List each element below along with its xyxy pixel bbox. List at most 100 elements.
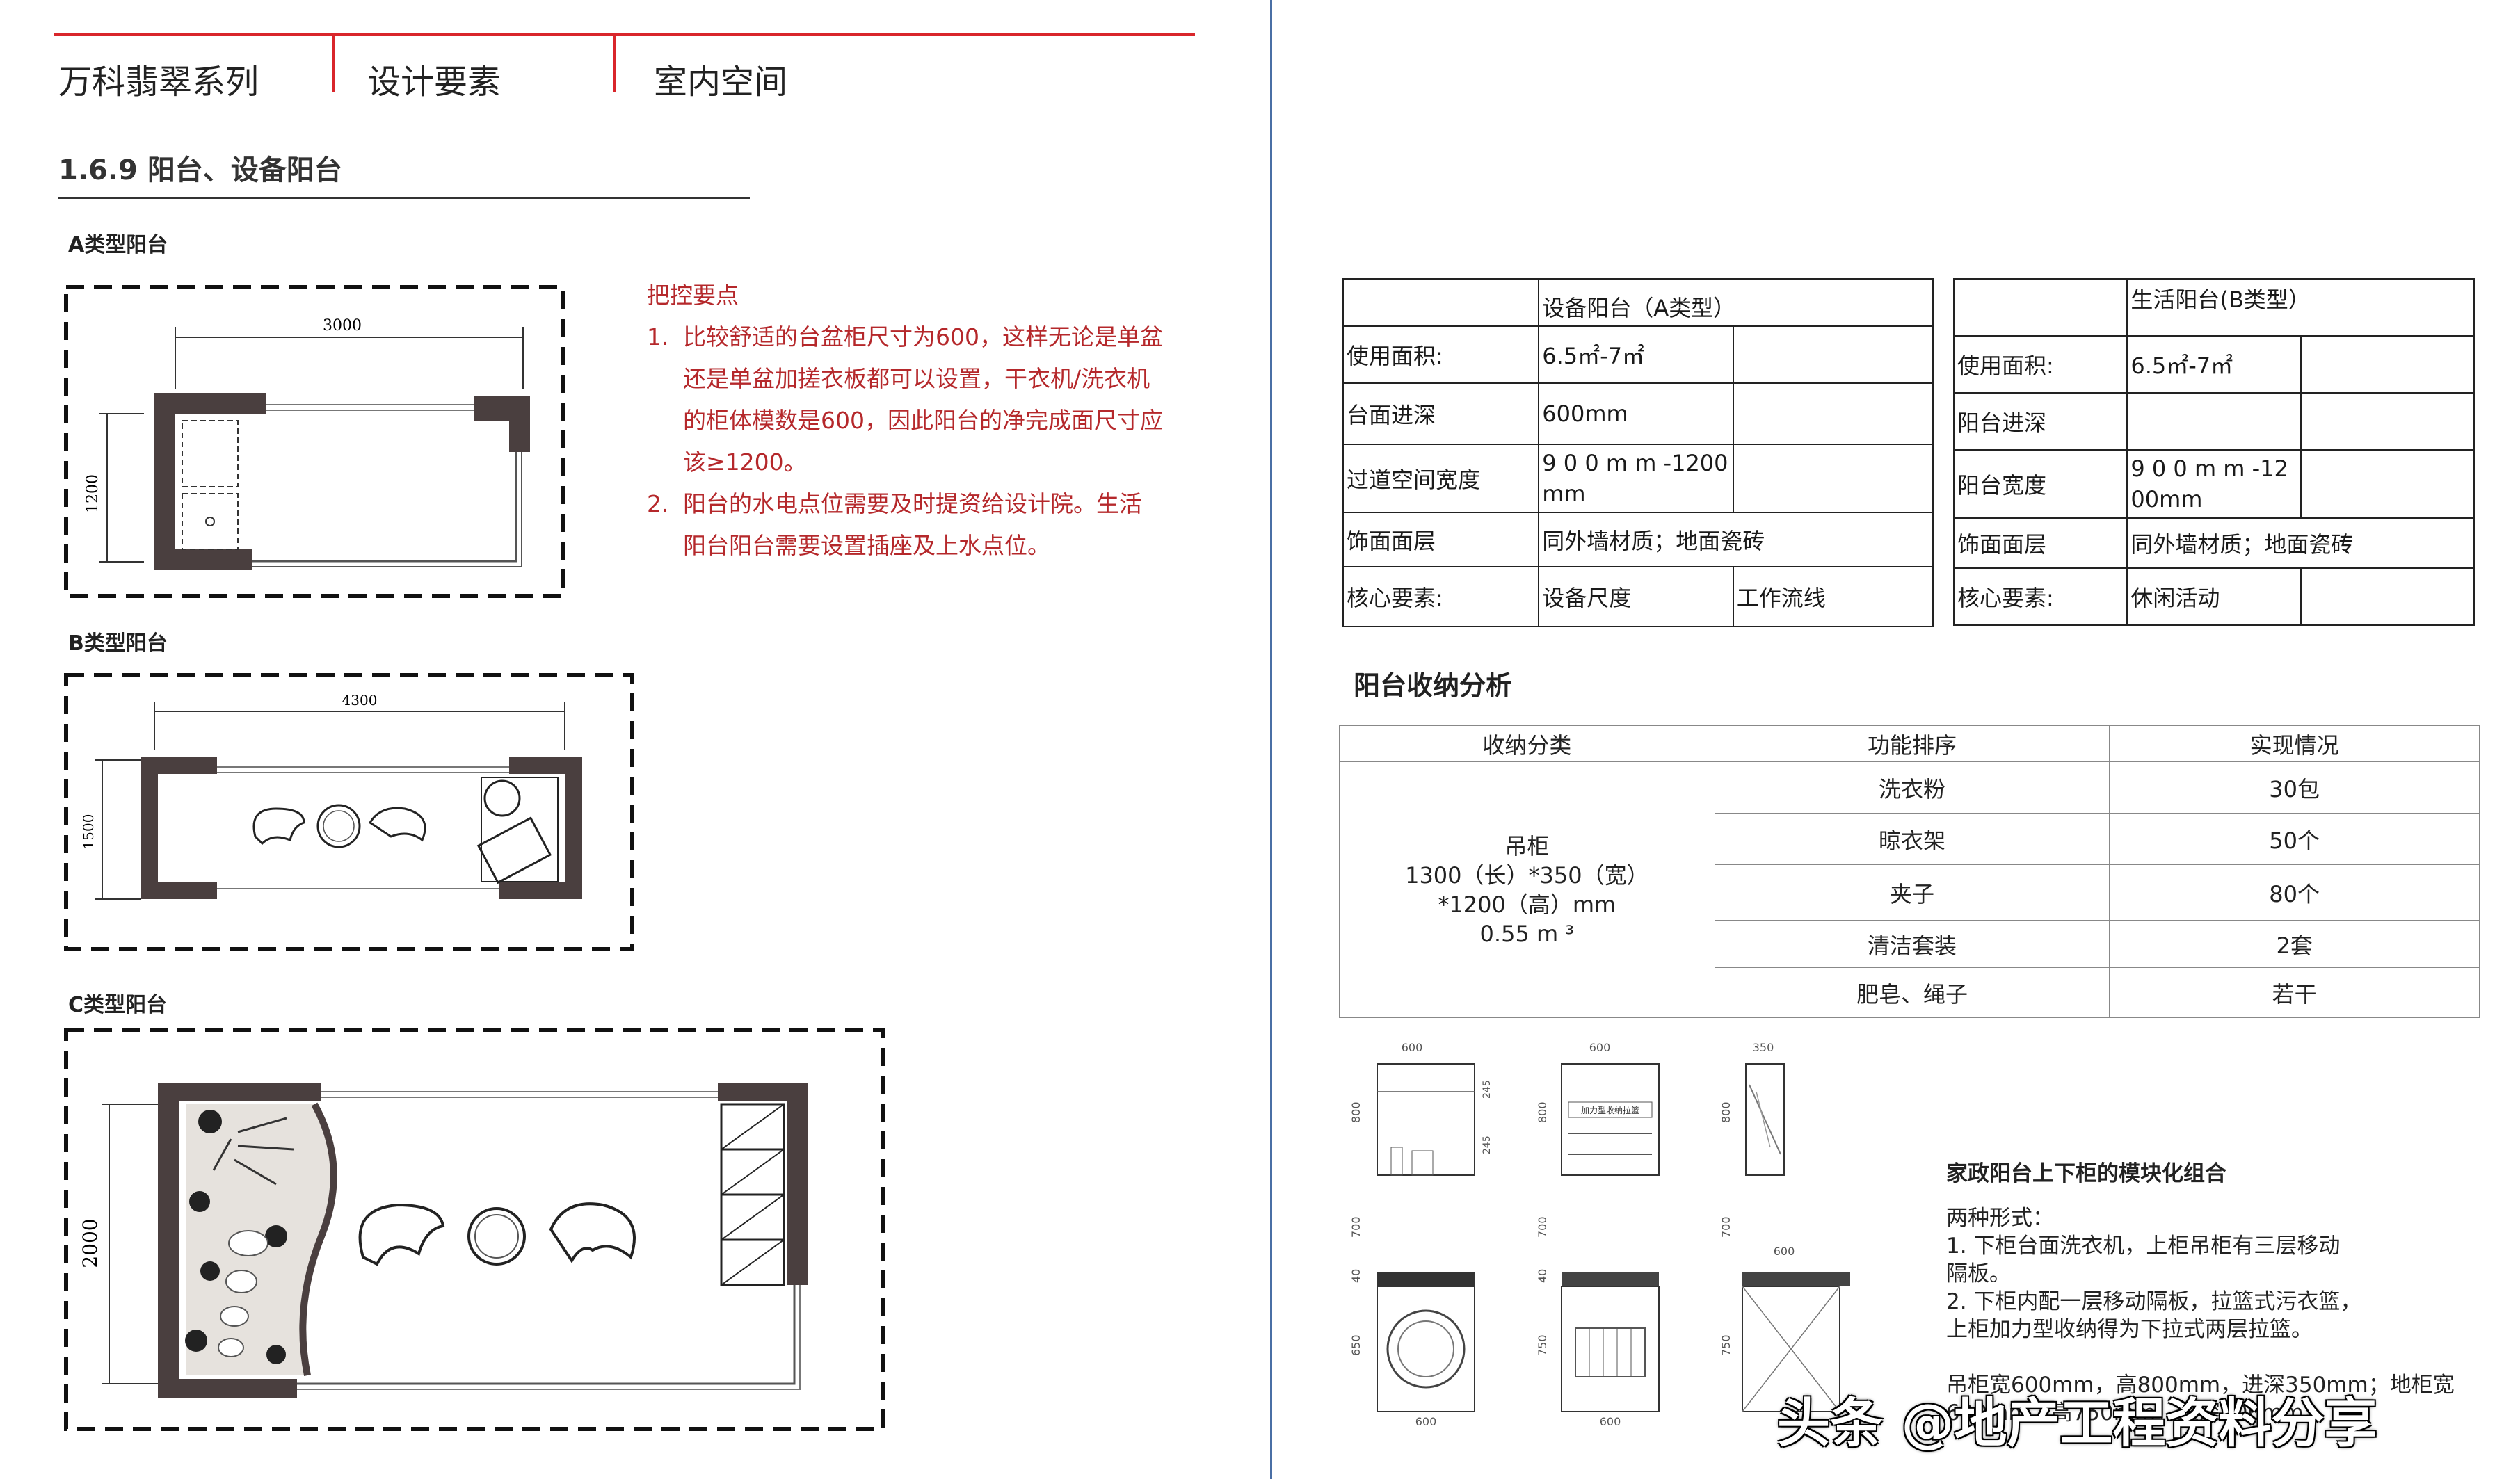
elev1-h650: 650 [1349,1334,1363,1356]
header-divider-1 [332,36,335,92]
title-underline [58,197,750,199]
spec-a-label: 使用面积: [1342,325,1540,384]
storage-category-line2: 1300（长）*350（宽） [1405,862,1649,889]
spec-b-extra [2300,449,2475,519]
spec-a-extra: 工作流线 [1732,566,1934,627]
spec-a-value: 9 0 0 m m -1200mm [1538,444,1734,513]
key-points-title: 把控要点 [647,282,739,309]
key-point-2: 2. 阳台的水电点位需要及时提资给设计院。生活 阳台阳台需要设置插座及上水点位。 [647,483,1189,567]
key-points: 把控要点 1. 比较舒适的台盆柜尺寸为600，这样无论是单盆 还是单盆加搓衣板都… [647,275,1189,567]
elev2-h800: 800 [1536,1101,1549,1123]
module-note-line: 1. 下柜台面洗衣机，上柜吊柜有三层移动 [1946,1234,2341,1259]
page-title: 1.6.9 阳台、设备阳台 [58,154,342,186]
elev3-h750: 750 [1719,1334,1733,1356]
storage-status: 若干 [2109,967,2480,1018]
storage-function: 肥皂、绳子 [1714,967,2110,1018]
storage-category-line3: *1200（高）mm [1438,891,1616,918]
header-rule [54,33,1195,36]
spec-a-value: 6.5㎡-7㎡ [1538,325,1734,384]
storage-status: 30包 [2109,761,2480,814]
spec-b-label: 使用面积: [1952,335,2128,394]
elev1-h245: 245 [1482,1080,1493,1099]
storage-header-status: 实现情况 [2109,725,2480,762]
storage-category-line1: 吊柜 [1504,832,1550,859]
plan-c-label: C类型阳台 [68,993,168,1017]
spec-a-extra [1732,444,1934,513]
storage-status: 80个 [2109,864,2480,921]
key-point-2-line1: 阳台的水电点位需要及时提资给设计院。生活 [683,490,1142,517]
spec-b-value: 同外墙材质；地面瓷砖 [2126,517,2475,569]
spec-a-value: 设备尺度 [1538,566,1734,627]
spec-a-label: 饰面面层 [1342,512,1540,567]
spec-b-extra [2300,567,2475,626]
plan-c-depth-dim: 2000 [79,1218,102,1268]
plan-b-label: B类型阳台 [68,631,168,656]
spec-b-value [2126,392,2302,451]
elev2-h700: 700 [1536,1216,1549,1238]
plan-c: 2000 [64,1028,885,1431]
spec-table-b: 生活阳台(B类型） 使用面积: 6.5㎡-7㎡ 阳台进深 阳台宽度 9 0 0 … [1952,278,2475,626]
spec-a-extra [1732,325,1934,384]
key-point-1-line2: 还是单盆加搓衣板都可以设置，干衣机/洗衣机 [683,365,1150,392]
spec-b-value: 9 0 0 m m -1200mm [2126,449,2302,519]
spec-b-label: 阳台宽度 [1952,449,2128,519]
page-divider [1270,0,1272,1479]
elev2-pullout-label: 加力型收纳拉篮 [1581,1105,1639,1115]
spec-a-label: 过道空间宽度 [1342,444,1540,513]
spec-a-value: 同外墙材质；地面瓷砖 [1538,512,1934,567]
elev1-h800: 800 [1349,1101,1363,1123]
spec-table-a: 设备阳台（A类型） 使用面积: 6.5㎡-7㎡ 台面进深 600mm 过道空间宽… [1342,278,1934,627]
key-point-1-num: 1. [647,323,669,350]
storage-function: 晾衣架 [1714,813,2110,865]
elev3-h700: 700 [1719,1216,1733,1238]
header-section: 设计要素 [367,63,501,102]
module-note-line: 2. 下柜内配一层移动隔板，拉篮式污衣篮， [1946,1289,2362,1314]
key-point-1: 1. 比较舒适的台盆柜尺寸为600，这样无论是单盆 还是单盆加搓衣板都可以设置，… [647,316,1189,483]
storage-header-category: 收纳分类 [1339,725,1715,762]
elev1-h700: 700 [1349,1216,1363,1238]
spec-a-label: 核心要素: [1342,566,1540,627]
elev3-h800: 800 [1719,1101,1733,1123]
spec-a-label: 台面进深 [1342,382,1540,445]
elev1-h245b: 245 [1482,1135,1493,1154]
spec-a-extra [1732,382,1934,445]
spec-b-label: 阳台进深 [1952,392,2128,451]
storage-category-line4: 0.55 m ³ [1479,920,1575,947]
header-divider-2 [613,36,616,92]
elev2-width-bottom: 600 [1600,1415,1621,1428]
plan-a: 3000 1200 [64,285,565,598]
module-note-line: 两种形式： [1946,1206,2054,1231]
storage-function: 洗衣粉 [1714,761,2110,814]
key-point-2-num: 2. [647,490,669,517]
plan-a-width-dim: 3000 [323,317,362,334]
spec-b-label: 饰面面层 [1952,517,2128,569]
storage-header-function: 功能排序 [1714,725,2110,762]
storage-category: 吊柜 1300（长）*350（宽） *1200（高）mm 0.55 m ³ [1339,761,1715,1018]
module-note-title: 家政阳台上下柜的模块化组合 [1946,1161,2226,1186]
key-point-1-line3: 的柜体模数是600，因此阳台的净完成面尺寸应 [683,407,1163,434]
module-note-line: 吊柜宽600mm，高800mm，进深350mm；地柜宽 [1946,1373,2455,1398]
plan-b-depth-dim: 1500 [80,814,97,850]
storage-status: 50个 [2109,813,2480,865]
storage-title: 阳台收纳分析 [1354,670,1513,701]
spec-b-header-blank [1952,278,2128,337]
cabinet-elevations: 600 800 245 245 700 40 650 600 600 加力型收纳… [1339,1041,1881,1449]
spec-a-value: 600mm [1538,382,1734,445]
plan-a-label: A类型阳台 [68,233,168,257]
elev2-h750: 750 [1536,1334,1549,1356]
spec-a-header: 设备阳台（A类型） [1538,278,1934,327]
spec-b-extra [2300,392,2475,451]
spec-b-value: 休闲活动 [2126,567,2302,626]
module-note: 家政阳台上下柜的模块化组合 两种形式： 1. 下柜台面洗衣机，上柜吊柜有三层移动… [1946,1160,2475,1427]
storage-function: 夹子 [1714,864,2110,921]
plan-b-width-dim: 4300 [342,692,378,709]
storage-status: 2套 [2109,920,2480,968]
spec-a-header-blank [1342,278,1540,327]
watermark: 头条 @地产工程资料分享 [1777,1392,2377,1454]
module-note-line: 上柜加力型收纳得为下拉式两层拉篮。 [1946,1317,2313,1342]
module-note-line: 600mm，高750mm，进深600mm。 [1946,1400,2325,1425]
storage-table: 收纳分类 功能排序 实现情况 吊柜 1300（长）*350（宽） *1200（高… [1339,725,2480,1018]
spec-b-extra [2300,335,2475,394]
key-point-2-line2: 阳台阳台需要设置插座及上水点位。 [683,532,1050,559]
key-point-1-line1: 比较舒适的台盆柜尺寸为600，这样无论是单盆 [683,323,1163,350]
